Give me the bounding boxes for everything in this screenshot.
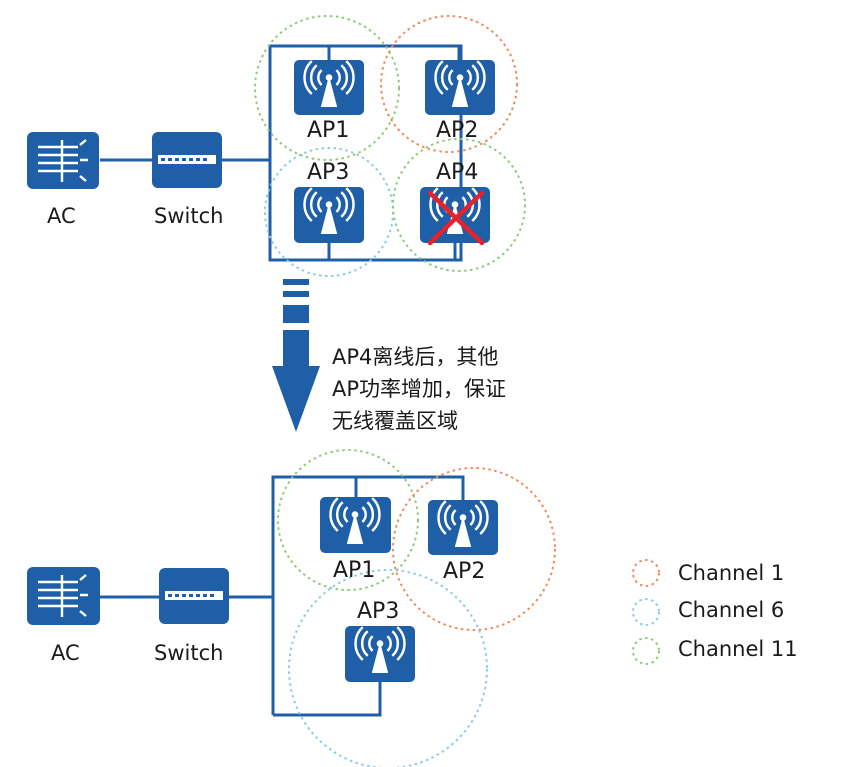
top-links	[100, 44, 463, 262]
top-ap2-label: AP2	[436, 118, 479, 143]
top-ap1-label: AP1	[307, 118, 350, 143]
failover-note: AP4离线后，其他 AP功率增加，保证 无线覆盖区域	[332, 341, 506, 437]
legend-channel-1-swatch	[632, 559, 660, 587]
legend-channel-6-label: Channel 6	[678, 598, 785, 622]
bottom-switch-icon	[159, 568, 229, 624]
bottom-ap2-coverage	[392, 467, 556, 631]
top-coverage	[254, 15, 526, 277]
top-ap2-icon	[425, 59, 495, 115]
bottom-ap3-icon	[345, 625, 415, 682]
top-switch-label: Switch	[154, 204, 224, 228]
top-ap1-icon	[294, 59, 364, 115]
legend-channel-11-swatch	[632, 637, 660, 665]
legend-channel-11-label: Channel 11	[678, 637, 798, 661]
failover-note-line-3: 无线覆盖区域	[332, 409, 458, 433]
failover-note-line-1: AP4离线后，其他	[332, 345, 499, 369]
offline-cross-icon	[427, 190, 485, 246]
bottom-ap3-label: AP3	[357, 599, 400, 624]
top-ap3-label: AP3	[307, 160, 350, 185]
top-ac-icon	[27, 132, 99, 189]
failover-note-line-2: AP功率增加，保证	[332, 377, 507, 401]
legend-channel-6-swatch	[632, 598, 660, 626]
top-ap4-coverage	[392, 138, 526, 272]
bottom-coverage	[277, 449, 556, 767]
bottom-ap2-label: AP2	[443, 559, 486, 584]
bottom-switch-label: Switch	[154, 641, 224, 665]
legend	[632, 559, 660, 665]
bottom-links	[100, 475, 465, 717]
bottom-ap1-label: AP1	[333, 558, 376, 583]
down-arrow-icon	[272, 279, 320, 432]
bottom-ap3-coverage	[288, 569, 488, 767]
bottom-ac-icon	[27, 567, 100, 625]
top-ac-label: AC	[47, 204, 76, 228]
top-ap3-icon	[294, 186, 364, 243]
bottom-ap1-coverage	[277, 449, 419, 591]
top-switch-icon	[152, 132, 222, 188]
legend-channel-1-label: Channel 1	[678, 561, 785, 585]
bottom-ap1-icon	[320, 496, 391, 553]
top-ap2-coverage	[380, 15, 518, 153]
bottom-ap2-icon	[428, 499, 498, 555]
top-ap4-label: AP4	[436, 160, 479, 185]
top-ap1-coverage	[254, 15, 400, 161]
bottom-ac-label: AC	[51, 641, 80, 665]
